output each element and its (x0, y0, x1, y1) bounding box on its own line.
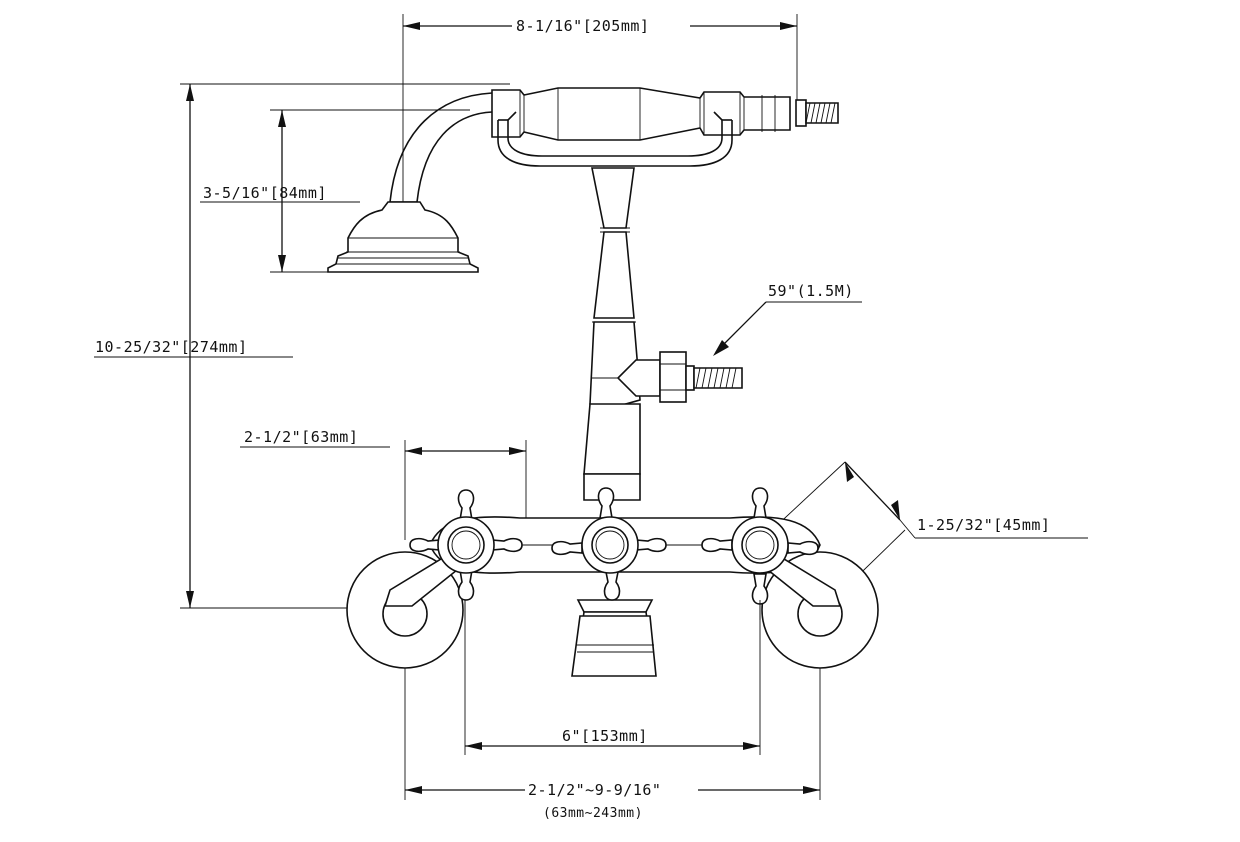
cross-handle-right (701, 487, 819, 605)
cross-handle-center (551, 487, 667, 601)
handle-diameter-label: 1-25/32"[45mm] (917, 516, 1050, 534)
handle-spacing-label: 6"[153mm] (562, 727, 648, 745)
spray-head-height-label: 3-5/16"[84mm] (203, 184, 327, 202)
dim-inlet-offset: 2-1/2"[63mm] (240, 428, 527, 540)
top-hose-threads (805, 102, 836, 124)
right-wall-flange (761, 551, 879, 669)
inlet-offset-label: 2-1/2"[63mm] (244, 428, 358, 446)
dim-center-range: 2-1/2"~9-9/16" (63mm~243mm) (404, 620, 821, 821)
side-hose-threads (695, 367, 737, 389)
center-range-metric-label: (63mm~243mm) (543, 806, 643, 821)
handset-cradle (497, 111, 733, 167)
hand-shower (327, 92, 493, 273)
dim-overall-height: 10-25/32"[274mm] (94, 83, 510, 609)
left-wall-flange (346, 551, 464, 669)
handset-handle (491, 87, 839, 141)
dim-hose-length: 59"(1.5M) (713, 282, 862, 356)
dim-handle-spacing: 6"[153mm] (464, 560, 761, 755)
cross-handle-left (409, 489, 523, 601)
dim-handle-diameter: 1-25/32"[45mm] (771, 461, 1088, 599)
overall-height-label: 10-25/32"[274mm] (95, 338, 248, 356)
overall-width-label: 8-1/16"[205mm] (516, 17, 649, 35)
dim-overall-width: 8-1/16"[205mm] (402, 14, 798, 215)
riser-column (583, 167, 743, 501)
tub-spout (571, 599, 657, 677)
hose-length-label: 59"(1.5M) (768, 282, 854, 300)
center-range-label: 2-1/2"~9-9/16" (528, 781, 661, 799)
